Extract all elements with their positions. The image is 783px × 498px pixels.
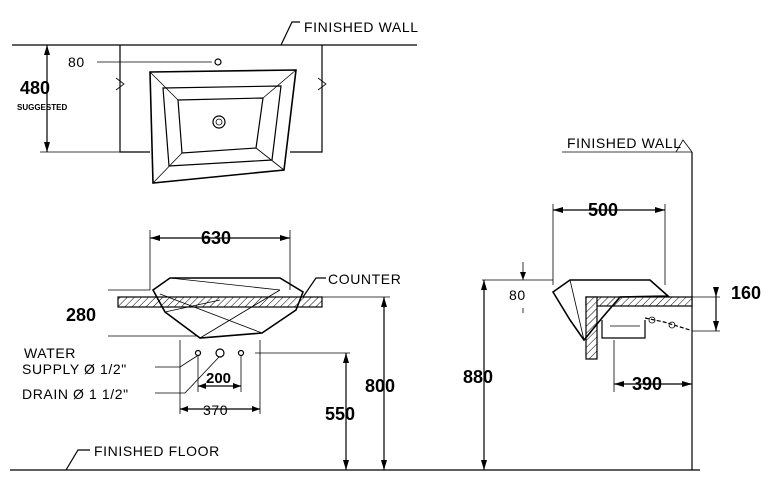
arrow [713,321,719,331]
facet-line [159,293,263,334]
basin-bowl-plan [177,97,264,154]
tap-hole [214,58,222,66]
counter-label: COUNTER [328,271,401,287]
pipe-joint [648,316,656,324]
arrow [655,207,665,213]
floor: FINISHED FLOOR [10,443,700,471]
suggested-label: SUGGESTED [17,103,67,112]
water-supply-point-left [194,349,202,357]
arrow [198,383,206,389]
plan-view: FINISHED WALL 80 480 SUGGESTED [12,19,419,184]
basin-front [151,277,304,339]
height-880-value: 880 [463,367,493,387]
facet-line [169,277,281,291]
wall-tick [675,139,693,153]
arrow [150,235,160,241]
arrow [381,460,387,470]
facet-line [569,279,585,341]
finished-floor-label: FINISHED FLOOR [94,443,220,459]
drain-label: DRAIN Ø 1 1/2" [22,386,129,402]
facet-line [199,289,281,339]
front-view: 630 COUNTER 280 WATER SUPPLY Ø 1/2" DRAI… [22,228,401,470]
bevel-line [152,152,183,184]
basin-rim-plan [162,85,282,167]
tap-offset-value: 80 [68,54,85,70]
spacing-370-value: 370 [203,402,228,418]
bevel-line [255,147,285,171]
arrow [713,287,719,297]
arrow [381,297,387,307]
water-supply-point-right [237,349,245,357]
finished-wall-label-side: FINISHED WALL [567,135,682,151]
basin-underside [601,320,646,339]
arrow [481,460,487,470]
arrow [614,381,624,387]
pipe-joint [668,321,676,329]
arrow [520,272,526,280]
facet-line [164,299,221,313]
arrow [233,383,241,389]
counter-leader [302,277,326,298]
depth-500-value: 500 [588,200,618,220]
arrow [682,381,692,387]
counter-slab-side [585,296,693,307]
arrow [481,280,487,290]
depth-480-value: 480 [20,78,50,98]
arrow [343,353,349,363]
arrow [553,207,563,213]
offset-80-value: 80 [509,287,526,303]
counter-apron-side [585,296,598,360]
basin-side [551,279,671,342]
drain-hole-inner [215,118,223,126]
arrow [343,460,349,470]
height-280-value: 280 [66,305,96,325]
counter-right-edge [290,45,323,153]
depth-390-value: 390 [632,374,662,394]
height-160-value: 160 [731,283,761,303]
bevel-line [262,69,297,99]
break-mark-right [317,77,327,91]
finished-wall-label-top: FINISHED WALL [304,19,419,35]
bevel-line [149,71,179,101]
drain-leader [155,356,220,394]
width-630-value: 630 [201,228,231,248]
arrow [44,142,50,152]
drain-hole [212,115,226,129]
height-800-value: 800 [365,376,395,396]
arrow [44,45,50,55]
arrow [280,235,290,241]
arrow [180,406,188,412]
drain-point [215,348,225,358]
water-supply-label-2: SUPPLY Ø 1/2" [22,361,127,377]
finished-floor-leader [65,449,90,471]
water-supply-label-1: WATER [24,345,76,361]
waste-pipe [644,317,691,331]
counter-left-edge [119,45,150,153]
water-supply-leader [155,355,198,368]
counter-slab-front [117,296,323,308]
side-view: FINISHED WALL 500 80 160 [463,135,761,470]
break-mark-left [115,77,125,91]
finished-wall-leader-top [280,21,300,46]
arrow [252,406,260,412]
height-550-value: 550 [325,404,355,424]
spacing-200-value: 200 [206,370,231,387]
